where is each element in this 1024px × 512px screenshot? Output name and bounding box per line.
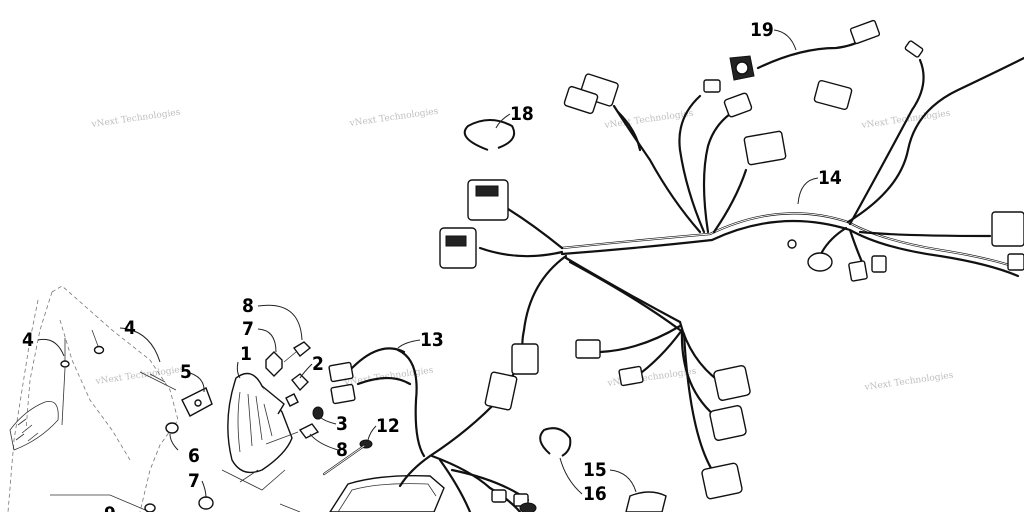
bushing [198, 496, 214, 510]
callout-14: 14 [818, 167, 842, 189]
callout-19: 19 [750, 19, 774, 41]
watermark: vNext Technologies [90, 108, 181, 131]
callout-5: 5 [180, 361, 192, 383]
adjuster-bolt [322, 439, 373, 476]
callout-13: 13 [420, 329, 444, 351]
protective-sleeve [625, 491, 667, 512]
connectors [328, 19, 1024, 512]
watermark: vNext Technologies [863, 371, 954, 394]
callout-4-left: 4 [22, 329, 34, 351]
hardware-set [265, 341, 324, 445]
callout-7-lower: 7 [188, 470, 200, 492]
wire-clip [463, 119, 516, 151]
watermark: vNext Technologies [343, 366, 434, 389]
callout-3: 3 [336, 413, 348, 435]
callout-1: 1 [240, 343, 252, 365]
watermark: vNext Technologies [348, 107, 439, 130]
callout-8-upper: 8 [242, 295, 254, 317]
wiring-harness [350, 38, 1024, 512]
callout-15: 15 [583, 459, 607, 481]
mounting-bracket [139, 371, 213, 417]
callout-18: 18 [510, 103, 534, 125]
grommet [165, 422, 179, 434]
callout-8-lower: 8 [336, 439, 348, 461]
fairing-outline [7, 285, 179, 512]
screw-4-right [91, 329, 105, 355]
callout-16: 16 [583, 483, 607, 505]
callout-12: 12 [376, 415, 400, 437]
callout-6: 6 [188, 445, 200, 467]
watermark: vNext Technologies [94, 365, 185, 388]
callout-7-upper: 7 [242, 318, 254, 340]
callout-9: 9 [104, 503, 116, 512]
headlight-housing [221, 372, 293, 491]
callout-labels: 1 2 3 4 4 5 6 7 7 8 8 9 12 13 14 15 16 1… [22, 19, 842, 512]
headlight-lens [279, 474, 445, 512]
leader-lines [37, 29, 819, 499]
screw-4-left [60, 338, 70, 426]
retaining-ring [539, 427, 572, 457]
bushing-end [144, 503, 156, 512]
callout-4-right: 4 [124, 317, 136, 339]
callout-2: 2 [312, 353, 324, 375]
